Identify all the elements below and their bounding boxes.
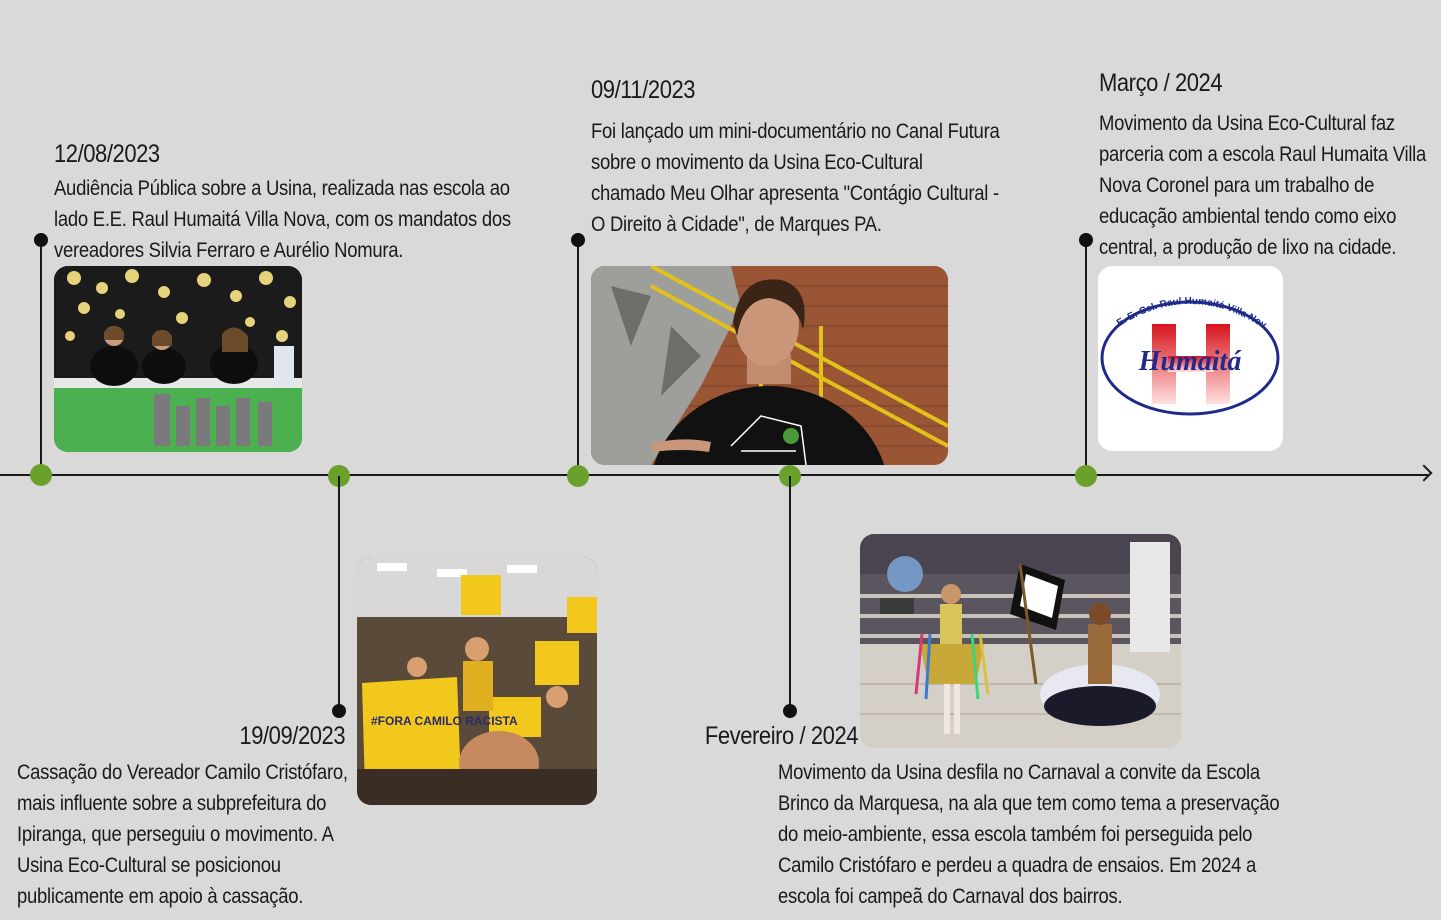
event-3-description: Foi lançado um mini-documentário no Cana…	[591, 120, 1000, 236]
event-3-dot	[571, 233, 585, 247]
event-1-dot	[34, 233, 48, 247]
event-3-stem	[577, 240, 579, 476]
event-2-stem	[338, 476, 340, 712]
event-2-photo[interactable]: #FORA CAMILO RACISTA	[357, 557, 597, 805]
event-5-description: Movimento da Usina Eco-Cultural faz parc…	[1099, 112, 1427, 259]
event-1-node[interactable]	[30, 464, 52, 486]
event-4-dot	[783, 704, 797, 718]
event-5-dot	[1079, 233, 1093, 247]
event-4-date: Fevereiro / 2024	[704, 722, 859, 750]
event-1-description: Audiência Pública sobre a Usina, realiza…	[54, 177, 511, 262]
timeline-axis	[0, 474, 1428, 476]
timeline-arrow-icon	[1415, 464, 1433, 482]
event-5-logo[interactable]: E. E. Cel. Raul Humaitá Villa Nova Humai…	[1098, 266, 1283, 451]
event-4-photo[interactable]	[860, 534, 1181, 748]
logo-name-text: Humaitá	[1138, 346, 1243, 377]
event-5-node[interactable]	[1075, 465, 1097, 487]
event-3-photo[interactable]	[591, 266, 948, 465]
event-2-date: 19/09/2023	[239, 722, 345, 750]
event-2-description: Cassação do Vereador Camilo Cristófaro, …	[17, 761, 348, 908]
event-5-date: Março / 2024	[1099, 69, 1223, 97]
event-2-dot	[332, 704, 346, 718]
event-2-sign-text: #FORA CAMILO RACISTA	[371, 714, 518, 728]
event-4-stem	[789, 476, 791, 712]
event-3-node[interactable]	[567, 465, 589, 487]
event-4-description: Movimento da Usina desfila no Carnaval a…	[778, 761, 1280, 908]
event-1-date: 12/08/2023	[54, 140, 160, 168]
event-3-date: 09/11/2023	[591, 76, 696, 104]
event-1-photo[interactable]	[54, 266, 302, 452]
event-5-stem	[1085, 240, 1087, 476]
event-1-stem	[40, 240, 42, 476]
